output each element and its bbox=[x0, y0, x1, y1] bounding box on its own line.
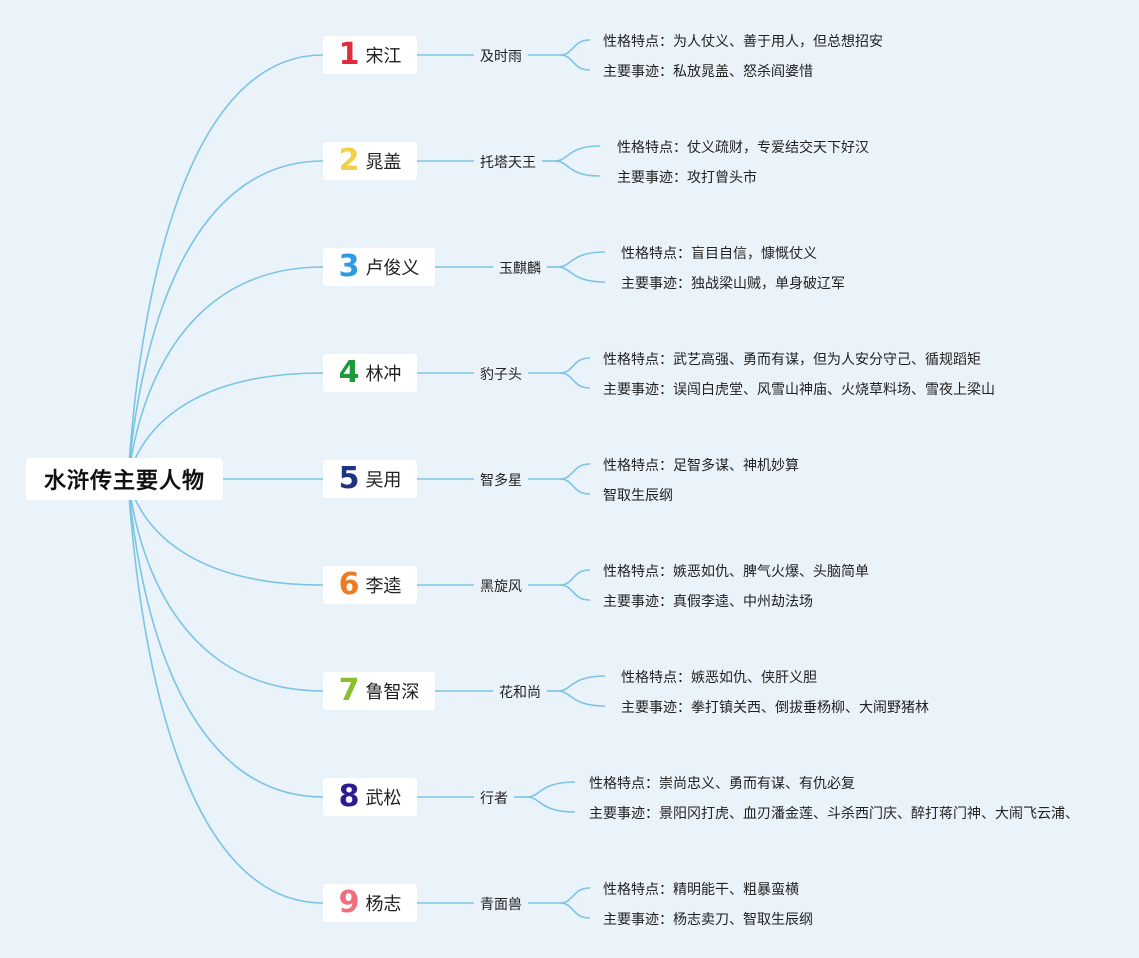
fork-lower bbox=[559, 54, 591, 71]
deed-leaf[interactable]: 主要事迹：拳打镇关西、倒拔垂杨柳、大闹野猪林 bbox=[621, 700, 929, 716]
character-name: 李逵 bbox=[365, 576, 402, 597]
rank-number: 6 bbox=[338, 567, 360, 602]
deed-leaf[interactable]: 主要事迹：独战梁山贼，单身破辽军 bbox=[621, 276, 845, 292]
rank-number: 2 bbox=[338, 143, 360, 178]
trait-leaf[interactable]: 性格特点：足智多谋、神机妙算 bbox=[603, 458, 799, 474]
trait-leaf[interactable]: 性格特点：为人仗义、善于用人，但总想招安 bbox=[603, 34, 883, 50]
fork-lower bbox=[557, 690, 606, 707]
deed-leaf[interactable]: 主要事迹：杨志卖刀、智取生辰纲 bbox=[603, 912, 813, 928]
root-connector bbox=[127, 54, 324, 480]
deed-leaf[interactable]: 智取生辰纲 bbox=[603, 488, 673, 504]
trait-leaf[interactable]: 性格特点：嫉恶如仇、侠肝义胆 bbox=[621, 670, 817, 686]
character-name: 晁盖 bbox=[365, 152, 402, 173]
character-name: 鲁智深 bbox=[365, 682, 420, 703]
rank-number: 1 bbox=[338, 37, 360, 72]
trait-leaf[interactable]: 性格特点：盲目自信，慷慨仗义 bbox=[621, 246, 817, 262]
fork-upper bbox=[559, 39, 591, 56]
deed-leaf[interactable]: 主要事迹：私放晁盖、怒杀阎婆惜 bbox=[603, 64, 813, 80]
root-topic[interactable]: 水浒传主要人物 bbox=[26, 458, 223, 500]
character-name: 吴用 bbox=[365, 470, 402, 491]
nickname-label[interactable]: 智多星 bbox=[480, 473, 522, 489]
fork-upper bbox=[559, 887, 591, 904]
rank-number: 9 bbox=[338, 885, 360, 920]
root-connector bbox=[127, 478, 324, 692]
fork-upper bbox=[554, 145, 601, 162]
character-name: 武松 bbox=[365, 788, 402, 809]
root-connector bbox=[127, 160, 324, 480]
fork-upper bbox=[526, 781, 576, 798]
fork-lower bbox=[559, 478, 591, 495]
character-name: 宋江 bbox=[365, 46, 402, 67]
fork-lower bbox=[559, 584, 591, 601]
nickname-label[interactable]: 青面兽 bbox=[480, 897, 522, 913]
fork-upper bbox=[557, 251, 606, 268]
deed-leaf[interactable]: 主要事迹：真假李逵、中州劫法场 bbox=[603, 594, 813, 610]
trait-leaf[interactable]: 性格特点：武艺高强、勇而有谋，但为人安分守己、循规蹈矩 bbox=[603, 352, 981, 368]
deed-leaf[interactable]: 主要事迹：误闯白虎堂、风雪山神庙、火烧草料场、雪夜上梁山 bbox=[603, 382, 995, 398]
fork-upper bbox=[559, 569, 591, 586]
trait-leaf[interactable]: 性格特点：嫉恶如仇、脾气火爆、头脑简单 bbox=[603, 564, 869, 580]
nickname-label[interactable]: 花和尚 bbox=[499, 685, 541, 701]
trait-leaf[interactable]: 性格特点：精明能干、粗暴蛮横 bbox=[603, 882, 799, 898]
fork-lower bbox=[559, 902, 591, 919]
rank-number: 8 bbox=[338, 779, 360, 814]
nickname-label[interactable]: 及时雨 bbox=[480, 49, 522, 65]
rank-number: 4 bbox=[338, 355, 360, 390]
trait-leaf[interactable]: 性格特点：崇尚忠义、勇而有谋、有仇必复 bbox=[589, 776, 855, 792]
fork-lower bbox=[526, 796, 576, 813]
nickname-label[interactable]: 玉麒麟 bbox=[499, 261, 541, 277]
deed-leaf[interactable]: 主要事迹：攻打曾头市 bbox=[617, 170, 757, 186]
fork-upper bbox=[559, 357, 591, 374]
rank-number: 5 bbox=[338, 461, 360, 496]
fork-upper bbox=[559, 463, 591, 480]
trait-leaf[interactable]: 性格特点：仗义疏财，专爱结交天下好汉 bbox=[617, 140, 869, 156]
character-name: 杨志 bbox=[365, 894, 402, 915]
fork-upper bbox=[557, 675, 606, 692]
deed-leaf[interactable]: 主要事迹：景阳冈打虎、血刃潘金莲、斗杀西门庆、醉打蒋门神、大闹飞云浦、 bbox=[589, 806, 1079, 822]
rank-number: 3 bbox=[338, 249, 360, 284]
fork-lower bbox=[557, 266, 606, 283]
nickname-label[interactable]: 托塔天王 bbox=[480, 155, 536, 171]
root-connector bbox=[127, 478, 324, 904]
nickname-label[interactable]: 行者 bbox=[480, 791, 508, 807]
fork-lower bbox=[559, 372, 591, 389]
fork-lower bbox=[554, 160, 601, 177]
rank-number: 7 bbox=[338, 673, 360, 708]
nickname-label[interactable]: 黑旋风 bbox=[480, 579, 522, 595]
root-connector bbox=[127, 266, 324, 480]
character-name: 卢俊义 bbox=[365, 258, 420, 279]
nickname-label[interactable]: 豹子头 bbox=[480, 367, 522, 383]
root-connector bbox=[127, 478, 324, 798]
root-title: 水浒传主要人物 bbox=[43, 469, 205, 494]
character-name: 林冲 bbox=[365, 364, 402, 385]
